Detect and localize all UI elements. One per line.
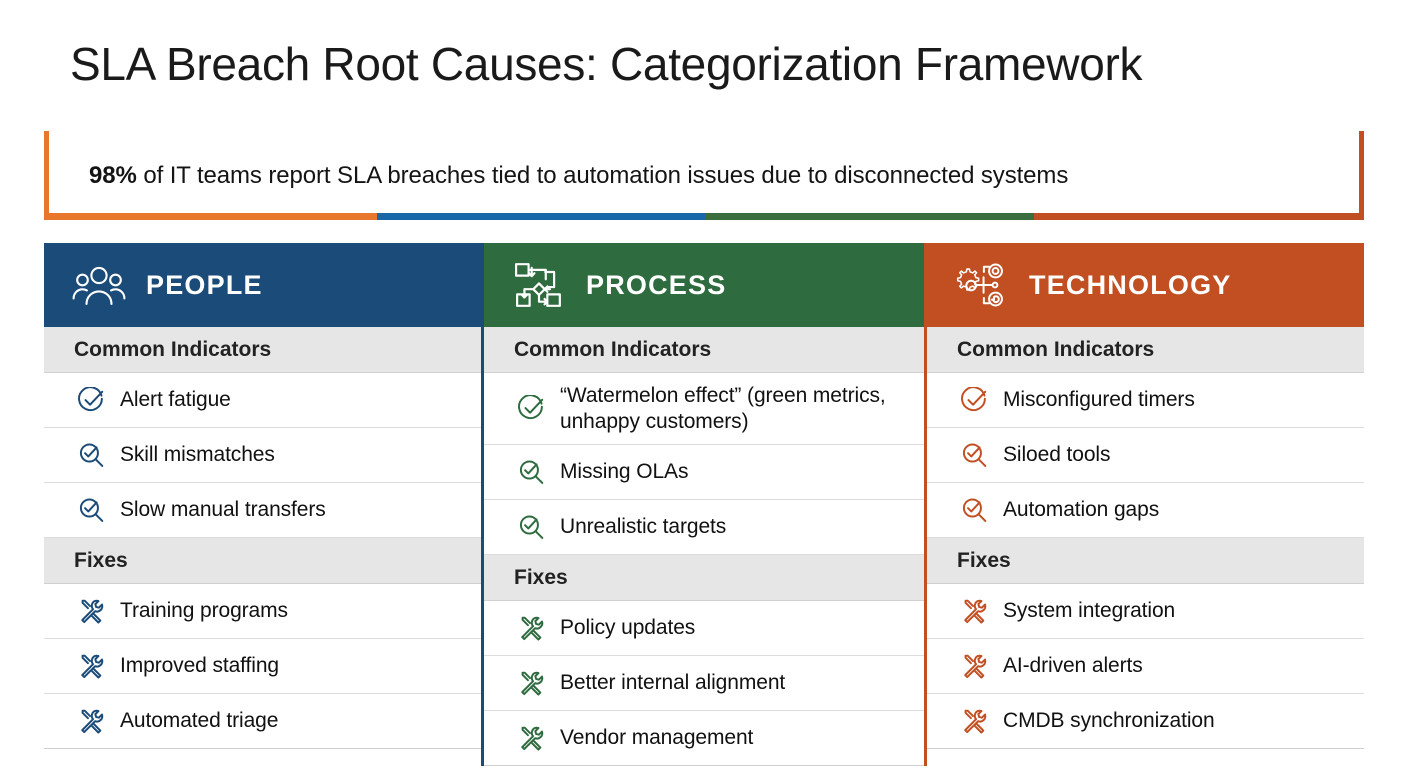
callout-banner: 98% of IT teams report SLA breaches tied… [44, 131, 1364, 220]
list-item[interactable]: Slow manual transfers [44, 483, 481, 538]
tools-icon [516, 668, 546, 698]
column-people: PEOPLE Common Indicators Alert fatigue [44, 243, 484, 766]
column-header-label: PEOPLE [146, 269, 263, 300]
page-title: SLA Breach Root Causes: Categorization F… [70, 38, 1143, 90]
list-item-label: System integration [1003, 599, 1176, 623]
magnifier-check-icon [76, 495, 106, 525]
list-item[interactable]: Improved staffing [44, 639, 481, 694]
people-group-icon [70, 262, 128, 308]
magnifier-check-icon [959, 495, 989, 525]
tools-icon [959, 596, 989, 626]
tools-icon [76, 706, 106, 736]
list-item-label: Better internal alignment [560, 671, 786, 695]
list-item[interactable]: Unrealistic targets [484, 500, 924, 555]
list-item-label: AI-driven alerts [1003, 654, 1143, 678]
category-grid: PEOPLE Common Indicators Alert fatigue [44, 243, 1364, 766]
list-item-label: Siloed tools [1003, 443, 1111, 467]
column-header-technology: TECHNOLOGY [927, 243, 1364, 327]
column-header-label: TECHNOLOGY [1029, 269, 1232, 300]
tools-icon [516, 613, 546, 643]
column-process: PROCESS Common Indicators “Watermelon ef… [484, 243, 924, 766]
check-circle-icon [959, 385, 989, 415]
accent-segment-green [705, 213, 1034, 220]
gears-network-icon [953, 262, 1011, 308]
tools-icon [76, 596, 106, 626]
section-label-indicators: Common Indicators [927, 327, 1364, 373]
list-item[interactable]: Misconfigured timers [927, 373, 1364, 428]
column-header-process: PROCESS [484, 243, 924, 327]
list-item-label: Automated triage [120, 709, 279, 733]
list-item-label: “Watermelon effect” (green metrics, unha… [560, 383, 886, 433]
list-item[interactable]: Missing OLAs [484, 445, 924, 500]
section-label-fixes: Fixes [484, 555, 924, 601]
column-technology: TECHNOLOGY Common Indicators Misconfigur… [924, 243, 1364, 766]
tools-icon [76, 651, 106, 681]
magnifier-check-icon [76, 440, 106, 470]
list-item[interactable]: Siloed tools [927, 428, 1364, 483]
accent-segment-orange [44, 213, 377, 220]
list-item[interactable]: Training programs [44, 584, 481, 639]
check-circle-icon [516, 394, 546, 424]
list-item-label: Automation gaps [1003, 498, 1160, 522]
list-item[interactable]: Automation gaps [927, 483, 1364, 538]
list-item-label: Training programs [120, 599, 288, 623]
list-item[interactable]: AI-driven alerts [927, 639, 1364, 694]
magnifier-check-icon [516, 457, 546, 487]
list-item-label: Alert fatigue [120, 388, 231, 412]
section-label-indicators: Common Indicators [44, 327, 481, 373]
magnifier-check-icon [516, 512, 546, 542]
column-header-label: PROCESS [586, 269, 727, 300]
section-label-fixes: Fixes [44, 538, 481, 584]
callout-body: of IT teams report SLA breaches tied to … [136, 161, 1069, 189]
list-item[interactable]: “Watermelon effect” (green metrics, unha… [484, 373, 924, 445]
list-item-label: Policy updates [560, 616, 696, 640]
list-item[interactable]: Policy updates [484, 601, 924, 656]
list-item[interactable]: System integration [927, 584, 1364, 639]
list-item[interactable]: Alert fatigue [44, 373, 481, 428]
column-header-people: PEOPLE [44, 243, 481, 327]
section-label-indicators: Common Indicators [484, 327, 924, 373]
list-item-label: Missing OLAs [560, 460, 689, 484]
list-item[interactable]: Better internal alignment [484, 656, 924, 711]
list-item-label: Unrealistic targets [560, 515, 727, 539]
list-item[interactable]: Automated triage [44, 694, 481, 749]
list-item-label: Skill mismatches [120, 443, 275, 467]
accent-segment-rust [1033, 213, 1364, 220]
list-item-label: Misconfigured timers [1003, 388, 1195, 412]
section-label-fixes: Fixes [927, 538, 1364, 584]
list-item-label: CMDB synchronization [1003, 709, 1215, 733]
tools-icon [959, 706, 989, 736]
magnifier-check-icon [959, 440, 989, 470]
callout-bottom-accent-bar [44, 213, 1364, 220]
tools-icon [516, 723, 546, 753]
list-item[interactable]: CMDB synchronization [927, 694, 1364, 749]
flowchart-icon [510, 262, 568, 308]
tools-icon [959, 651, 989, 681]
callout-highlight: 98% [89, 161, 137, 189]
callout-text: 98% of IT teams report SLA breaches tied… [49, 162, 1068, 190]
check-circle-icon [76, 385, 106, 415]
list-item-label: Vendor management [560, 726, 754, 750]
list-item-label: Improved staffing [120, 654, 279, 678]
list-item[interactable]: Vendor management [484, 711, 924, 766]
list-item[interactable]: Skill mismatches [44, 428, 481, 483]
list-item-label: Slow manual transfers [120, 498, 326, 522]
accent-segment-blue [376, 213, 706, 220]
